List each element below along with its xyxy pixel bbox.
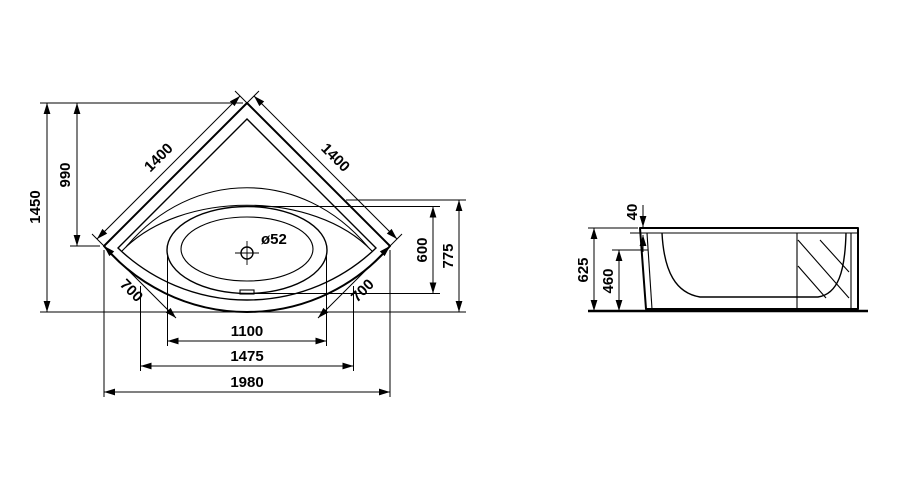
frame-brace <box>797 265 827 299</box>
overflow-fitting <box>239 289 255 295</box>
dim-label-1400-right: 1400 <box>317 140 353 176</box>
dim-label-600: 600 <box>414 237 431 262</box>
dim-label-1475: 1475 <box>230 348 263 365</box>
dim-label-1450: 1450 <box>27 190 44 223</box>
extension-line <box>91 233 105 247</box>
tub-inner-rim <box>117 118 377 301</box>
dim-line-1400-left <box>96 95 241 240</box>
dim-label-775: 775 <box>440 243 457 268</box>
dim-line-700-left <box>103 245 177 319</box>
dimension-lines <box>43 95 463 396</box>
dim-line-700-right <box>317 245 391 319</box>
dim-label-40: 40 <box>624 204 641 221</box>
support-frame <box>796 233 850 309</box>
side-basin-profile <box>661 232 847 298</box>
basin-inner-edge <box>180 216 314 282</box>
extension-line <box>389 233 403 247</box>
dim-label-1980: 1980 <box>230 374 263 391</box>
side-left-inner-edge <box>646 232 653 310</box>
dim-label-990: 990 <box>57 162 74 187</box>
dim-label-1100: 1100 <box>231 323 264 340</box>
dim-line-1400-right <box>253 95 398 240</box>
side-extension-lines <box>588 227 660 251</box>
extension-line <box>234 90 248 104</box>
side-dimension-lines <box>590 205 647 311</box>
frame-brace <box>819 239 850 273</box>
dim-label-1400-left: 1400 <box>141 140 177 176</box>
extension-line <box>246 90 260 104</box>
dim-label-460: 460 <box>600 268 617 293</box>
frame-brace <box>797 239 850 299</box>
side-tub-outline <box>639 227 859 310</box>
plan-view: 1450 990 1400 1400 700 700 1100 1475 198… <box>27 90 466 397</box>
drain-diameter-label: ø52 <box>261 231 287 248</box>
side-view: 40 460 625 <box>575 204 868 313</box>
drain-symbol <box>235 241 259 265</box>
dim-label-625: 625 <box>575 257 592 282</box>
